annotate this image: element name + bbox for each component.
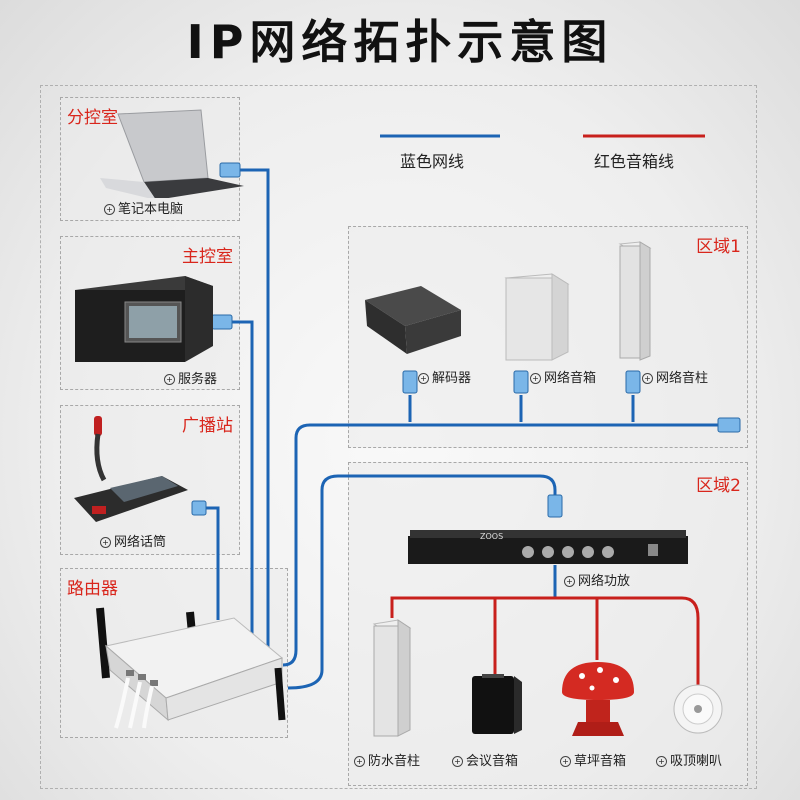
microphone-icon [74, 416, 188, 522]
meeting-speaker-icon [472, 674, 522, 734]
server-label: +服务器 [164, 368, 217, 387]
lawn-speaker-label: +草坪音箱 [560, 750, 626, 769]
diagram-frame [40, 85, 757, 789]
rj45-plug [219, 162, 241, 178]
broadcast-title: 广播站 [182, 416, 233, 436]
zone2-title: 区域2 [696, 476, 741, 496]
rj45-plug [402, 370, 418, 394]
sub-control-title: 分控室 [67, 108, 118, 128]
cable-server [232, 320, 254, 662]
microphone-label: +网络话筒 [100, 531, 166, 550]
rj45-plug [625, 370, 641, 394]
network-speaker-label-text: 网络音箱 [544, 371, 597, 386]
cable-zone2 [287, 474, 557, 690]
legend-blue-label: 蓝色网线 [400, 152, 465, 171]
network-column-label-text: 网络音柱 [656, 371, 709, 386]
ceiling-speaker-label: +吸顶喇叭 [656, 750, 722, 769]
decoder-label-text: 解码器 [432, 371, 472, 386]
rj45-plug [191, 500, 207, 516]
speaker-wire-right [555, 596, 700, 690]
laptop-label-text: 笔记本电脑 [118, 202, 184, 217]
network-speaker-label: +网络音箱 [530, 367, 596, 386]
network-column-icon [618, 241, 652, 361]
cable-microphone [205, 506, 220, 620]
amplifier-brand: ZOOS [480, 532, 504, 541]
rj45-plug [513, 370, 529, 394]
meeting-speaker-label: +会议音箱 [452, 750, 518, 769]
decoder-icon [365, 286, 461, 354]
lawn-speaker-label-text: 草坪音箱 [574, 754, 627, 769]
server-label-text: 服务器 [178, 372, 218, 387]
amplifier-icon [408, 530, 688, 564]
router-icon [96, 607, 286, 729]
rj45-plug [547, 494, 563, 518]
zone1-box: 区域1 [348, 226, 748, 448]
lawn-speaker-icon [562, 662, 634, 736]
ceiling-speaker-icon [673, 684, 723, 734]
server-icon [75, 276, 213, 362]
laptop-label: +笔记本电脑 [104, 198, 183, 217]
decoder-label: +解码器 [418, 367, 471, 386]
amplifier-label: +网络功放 [564, 570, 630, 589]
network-speaker-icon [504, 273, 570, 361]
waterproof-column-label: +防水音柱 [354, 750, 420, 769]
speaker-wire-left [390, 596, 555, 618]
network-column-label: +网络音柱 [642, 367, 708, 386]
cable-laptop [240, 168, 270, 665]
rj45-plug [211, 314, 233, 330]
page-title: IP网络拓扑示意图 [186, 15, 614, 69]
main-control-title: 主控室 [182, 247, 233, 267]
waterproof-column-label-text: 防水音柱 [368, 754, 421, 769]
rj45-plug [717, 417, 741, 433]
laptop-icon [100, 109, 244, 198]
meeting-speaker-label-text: 会议音箱 [466, 754, 519, 769]
waterproof-column-icon [372, 619, 412, 737]
cable-zone1 [282, 423, 725, 667]
ceiling-speaker-label-text: 吸顶喇叭 [670, 754, 723, 769]
router-title: 路由器 [67, 579, 118, 599]
microphone-label-text: 网络话筒 [114, 535, 167, 550]
legend-red-label: 红色音箱线 [594, 152, 675, 171]
zone1-title: 区域1 [696, 237, 741, 257]
amplifier-label-text: 网络功放 [578, 574, 631, 589]
